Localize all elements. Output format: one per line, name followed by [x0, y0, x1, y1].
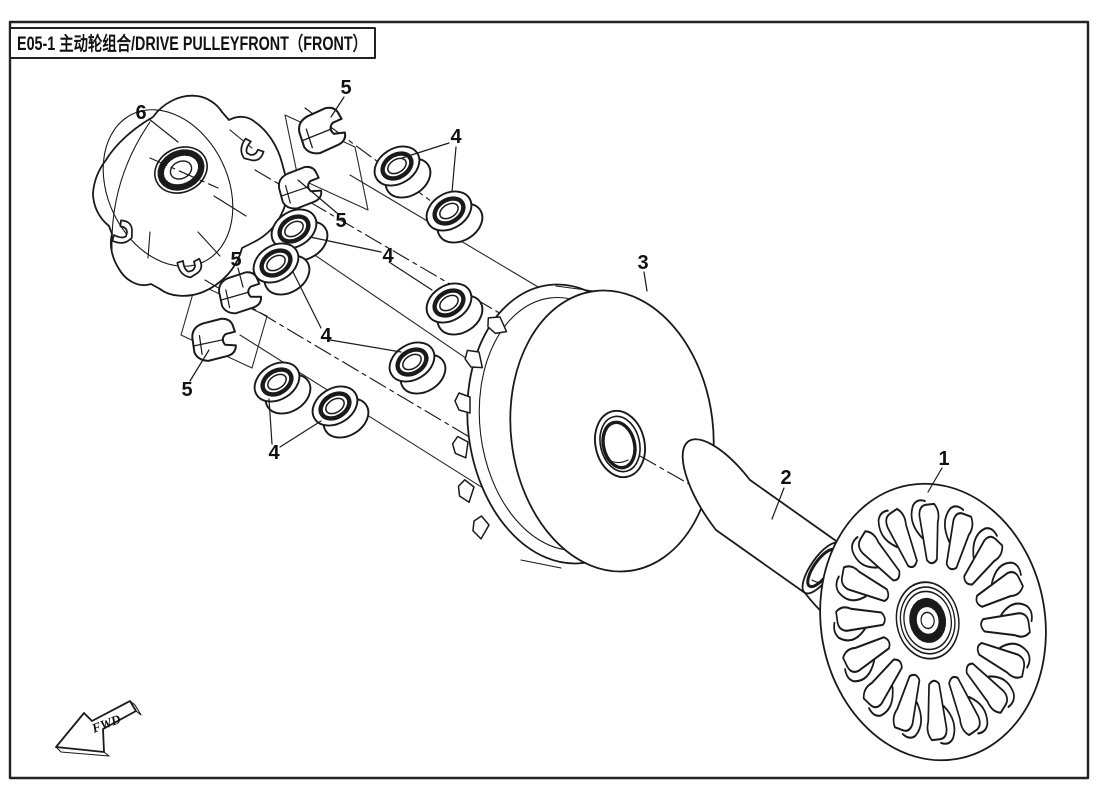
sheave-hub-bore [594, 409, 646, 479]
callout-4: 4 [450, 126, 462, 148]
part-1-fixed-sheave-fan [819, 482, 1047, 762]
callout-leader-lines [148, 96, 943, 520]
fan-spline-hub [895, 581, 960, 660]
callout-1: 1 [938, 448, 949, 470]
callout-4: 4 [268, 442, 280, 464]
callout-4: 4 [320, 325, 332, 347]
callout-5: 5 [230, 249, 241, 271]
callout-5: 5 [335, 210, 346, 232]
part-3-sliding-sheave [450, 283, 715, 573]
callout-5: 5 [181, 379, 192, 401]
callout-3: 3 [637, 252, 648, 274]
part-6-drive-face-spider [92, 94, 289, 297]
callout-5: 5 [340, 77, 351, 99]
callout-numbers: 6 5 5 5 5 4 4 4 4 3 2 1 [135, 77, 949, 489]
callout-4: 4 [382, 245, 394, 267]
spline-bore [154, 146, 208, 194]
page-title: E05-1 主动轮组合/DRIVE PULLEYFRONT（FRONT） [17, 32, 367, 55]
callout-2: 2 [780, 467, 791, 489]
title-box: E05-1 主动轮组合/DRIVE PULLEYFRONT（FRONT） [9, 27, 376, 59]
callout-6: 6 [135, 102, 146, 124]
